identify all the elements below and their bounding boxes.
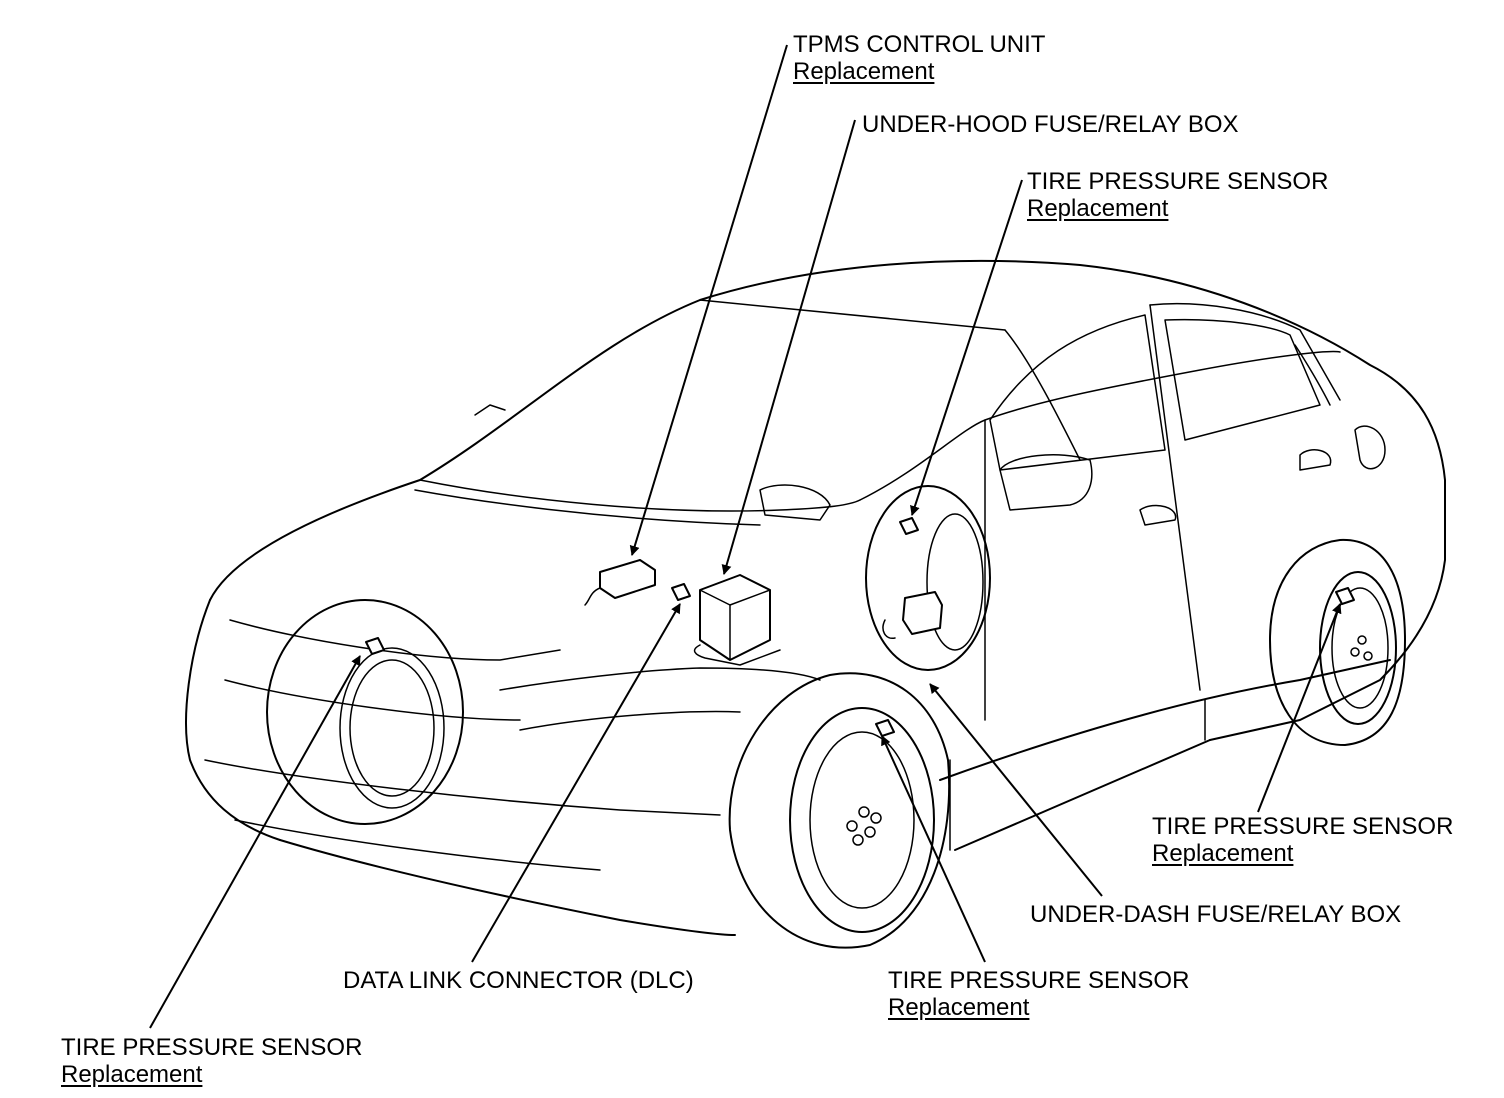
label-title: TPMS CONTROL UNIT (793, 31, 1046, 58)
tire-sensor-right-front-part (875, 719, 895, 737)
leader-data-link-connector (471, 603, 681, 963)
leader-under-hood-fuse (721, 119, 856, 575)
replacement-link[interactable]: Replacement (793, 58, 935, 85)
data-link-connector-part (671, 583, 691, 601)
label-tire-sensor-left-rear: TIRE PRESSURE SENSOR Replacement (1027, 168, 1328, 222)
right-rear-wheel (1269, 538, 1406, 746)
tire-sensor-left-front-part (365, 637, 385, 655)
label-title: TIRE PRESSURE SENSOR (61, 1034, 363, 1061)
leader-tire-sensor-left-front (149, 655, 361, 1029)
label-under-dash-fuse-relay-box: UNDER-DASH FUSE/RELAY BOX (1030, 901, 1401, 928)
right-front-wheel (728, 672, 951, 949)
tire-sensor-right-rear-part (1335, 587, 1355, 605)
label-tpms-control-unit: TPMS CONTROL UNIT Replacement (793, 31, 1045, 85)
leader-under-dash-fuse (929, 683, 1103, 897)
label-title: TIRE PRESSURE SENSOR (1027, 168, 1329, 195)
leader-tire-sensor-left-rear (910, 179, 1023, 516)
replacement-link[interactable]: Replacement (61, 1061, 203, 1088)
tpms-control-unit-part (584, 559, 656, 606)
under-dash-fuse-box-part (882, 591, 943, 639)
replacement-link[interactable]: Replacement (1027, 195, 1169, 222)
leader-lines (149, 44, 1342, 1029)
leader-tpms-control-unit (629, 44, 788, 556)
label-title: UNDER-HOOD FUSE/RELAY BOX (862, 111, 1239, 138)
left-rear-wheel (865, 485, 991, 671)
replacement-link[interactable]: Replacement (1152, 840, 1294, 867)
tire-sensor-left-rear-part (899, 517, 919, 535)
label-under-hood-fuse-relay-box: UNDER-HOOD FUSE/RELAY BOX (862, 111, 1239, 138)
label-title: DATA LINK CONNECTOR (DLC) (343, 967, 694, 994)
under-hood-fuse-box-part (693, 574, 781, 666)
label-title: TIRE PRESSURE SENSOR (888, 967, 1190, 994)
car-body (185, 259, 1446, 936)
label-title: UNDER-DASH FUSE/RELAY BOX (1030, 901, 1402, 928)
leader-tire-sensor-right-front (881, 735, 986, 963)
replacement-link[interactable]: Replacement (888, 994, 1030, 1021)
left-front-wheel (266, 599, 464, 825)
label-title: TIRE PRESSURE SENSOR (1152, 813, 1454, 840)
label-tire-sensor-left-front: TIRE PRESSURE SENSOR Replacement (61, 1034, 362, 1088)
label-tire-sensor-right-rear: TIRE PRESSURE SENSOR Replacement (1152, 813, 1453, 867)
label-tire-sensor-right-front: TIRE PRESSURE SENSOR Replacement (888, 967, 1189, 1021)
label-data-link-connector: DATA LINK CONNECTOR (DLC) (343, 967, 694, 994)
leader-tire-sensor-right-rear (1257, 603, 1342, 813)
